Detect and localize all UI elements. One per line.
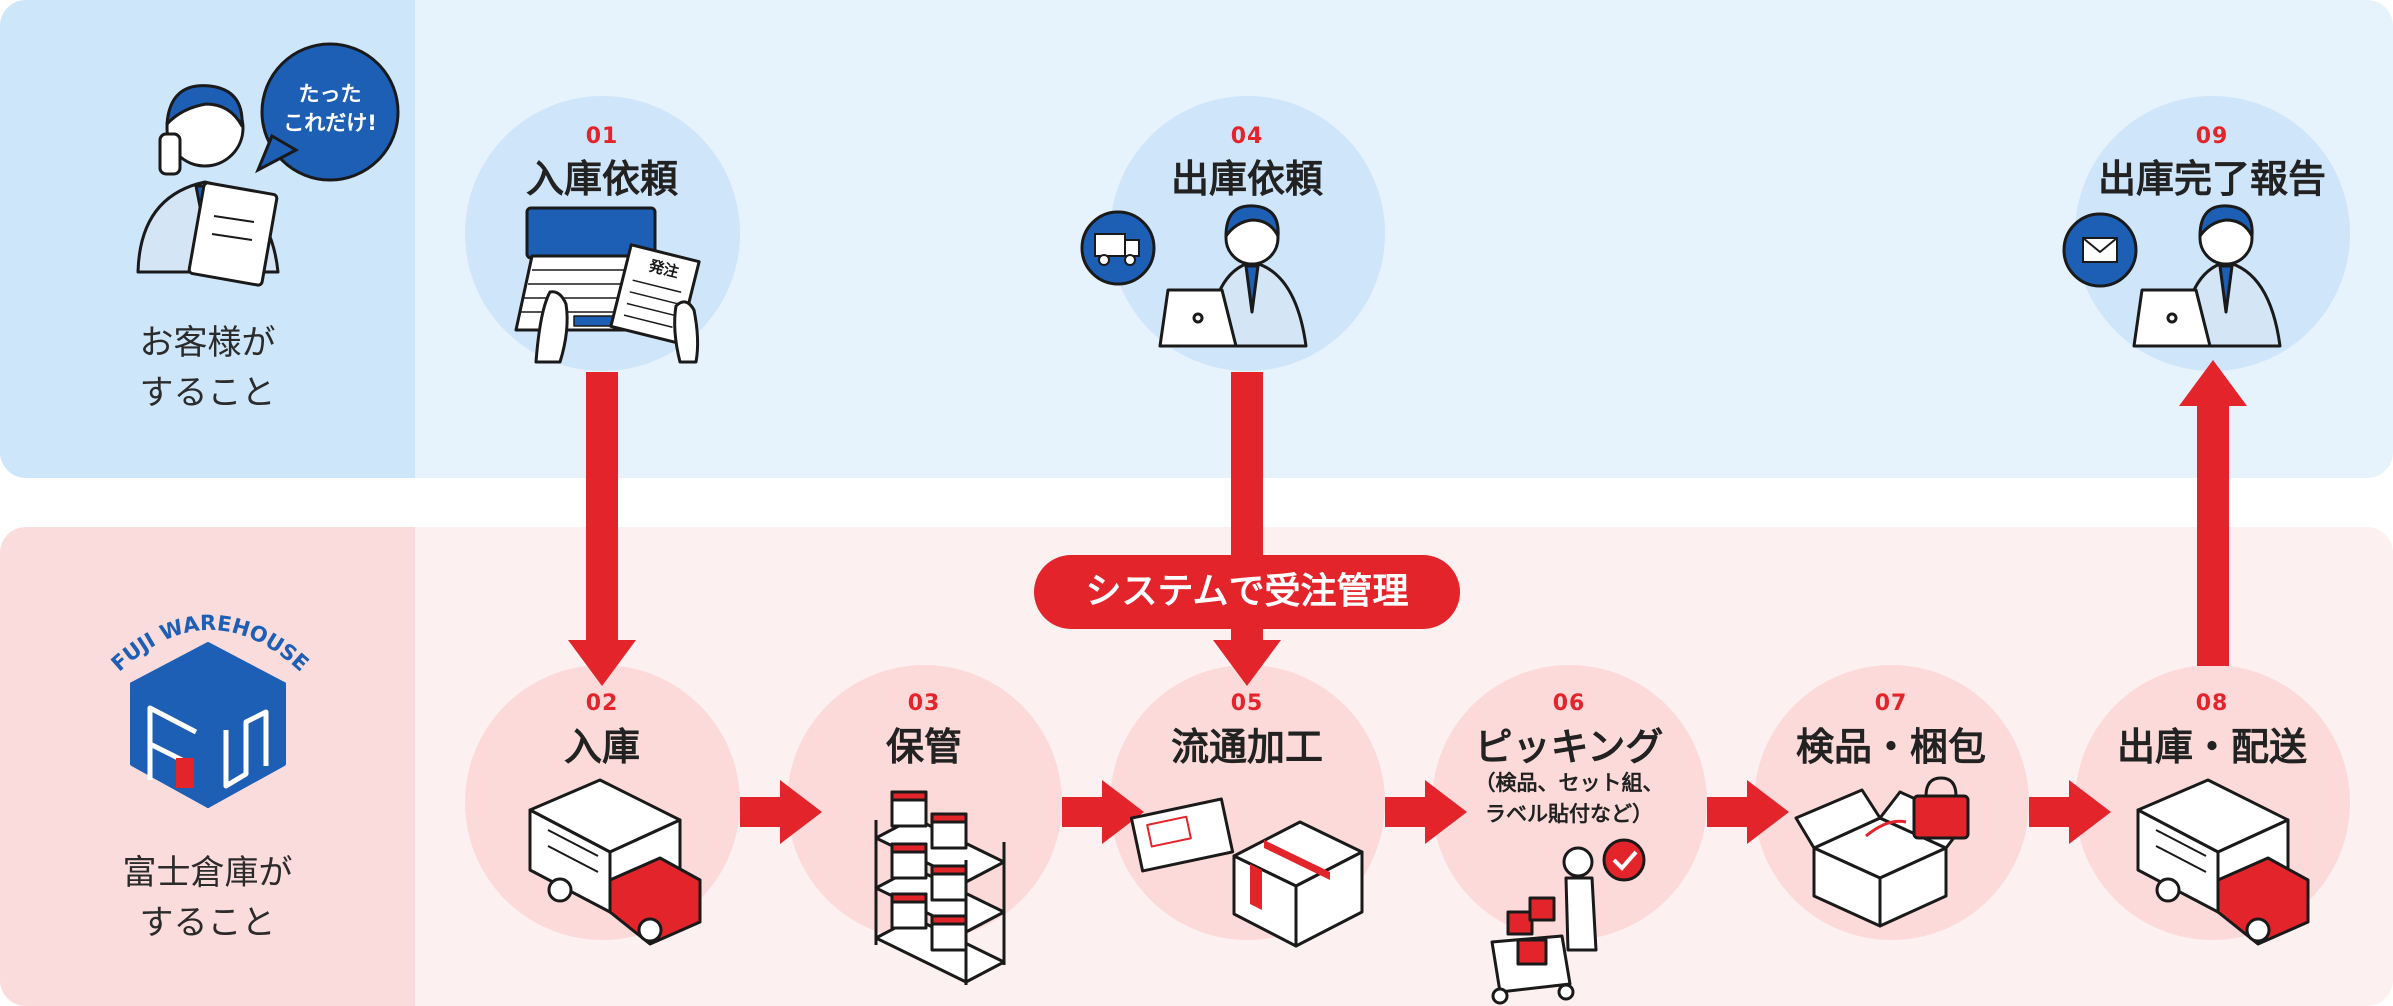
report-person-illustration: [2132, 204, 2282, 348]
fuji-warehouse-logo-text: FUJI WAREHOUSE: [107, 611, 314, 676]
warehouse-lane-label: 富士倉庫が すること: [122, 853, 293, 943]
step-02-title: 入庫: [563, 725, 640, 769]
step-03-title: 保管: [885, 725, 962, 769]
step-07-title: 検品・梱包: [1795, 725, 1986, 769]
step-04-title: 出庫依頼: [1170, 157, 1323, 201]
step-02-number: 02: [585, 691, 619, 716]
arrow-right-06-07: [1707, 780, 1789, 844]
arrow-right-05-06: [1385, 780, 1467, 844]
step-06-note: （検品、セット組、 ラベル貼付など）: [1474, 771, 1664, 826]
step-07-number: 07: [1874, 691, 1908, 716]
customer-lane-label: お客様が すること: [139, 323, 276, 413]
mail-badge-icon: [2062, 212, 2138, 288]
step-09-number: 09: [2195, 124, 2229, 149]
step-08-title: 出庫・配送: [2116, 725, 2307, 769]
step-05-number: 05: [1230, 691, 1264, 716]
step-05-title: 流通加工: [1170, 725, 1323, 769]
arrow-down-04-05: [1213, 372, 1281, 686]
customer-person-illustration: [136, 84, 280, 287]
request-person-illustration: [1158, 204, 1308, 348]
check-badge-icon: [1602, 838, 1646, 882]
fuji-warehouse-logo-icon: [130, 642, 286, 808]
picking-worker-illustration: [1490, 846, 1598, 1005]
storage-rack-illustration: [874, 790, 1006, 985]
horizontal-arrows: [740, 780, 2111, 844]
arrow-down-01-02: [568, 372, 636, 686]
arrow-up-08-09: [2179, 360, 2247, 666]
label-box-illustration: [1129, 797, 1364, 948]
step-08-number: 08: [2195, 691, 2229, 716]
arrow-right-02-03: [740, 780, 822, 844]
arrow-right-07-08: [2029, 780, 2111, 844]
step-03-number: 03: [907, 691, 941, 716]
step-01-title: 入庫依頼: [525, 157, 678, 201]
laptop-order-illustration: [514, 206, 701, 364]
speech-bubble-text: たった これだけ!: [283, 82, 377, 135]
step-01-number: 01: [585, 124, 619, 149]
step-06-title: ピッキング: [1474, 725, 1664, 769]
order-management-system-badge: システムで受注管理: [1034, 555, 1460, 629]
truck-badge-icon: [1080, 210, 1156, 286]
arrow-right-03-05: [1062, 780, 1144, 844]
packing-box-illustration: [1794, 776, 1970, 928]
step-04-number: 04: [1230, 124, 1264, 149]
speech-bubble: [255, 42, 400, 182]
delivery-truck-illustration: [528, 778, 702, 946]
step-09-title: 出庫完了報告: [2097, 157, 2326, 201]
svg-text:FUJI WAREHOUSE: FUJI WAREHOUSE: [107, 611, 314, 676]
step-06-number: 06: [1552, 691, 1586, 716]
shipping-truck-illustration: [2136, 778, 2310, 946]
